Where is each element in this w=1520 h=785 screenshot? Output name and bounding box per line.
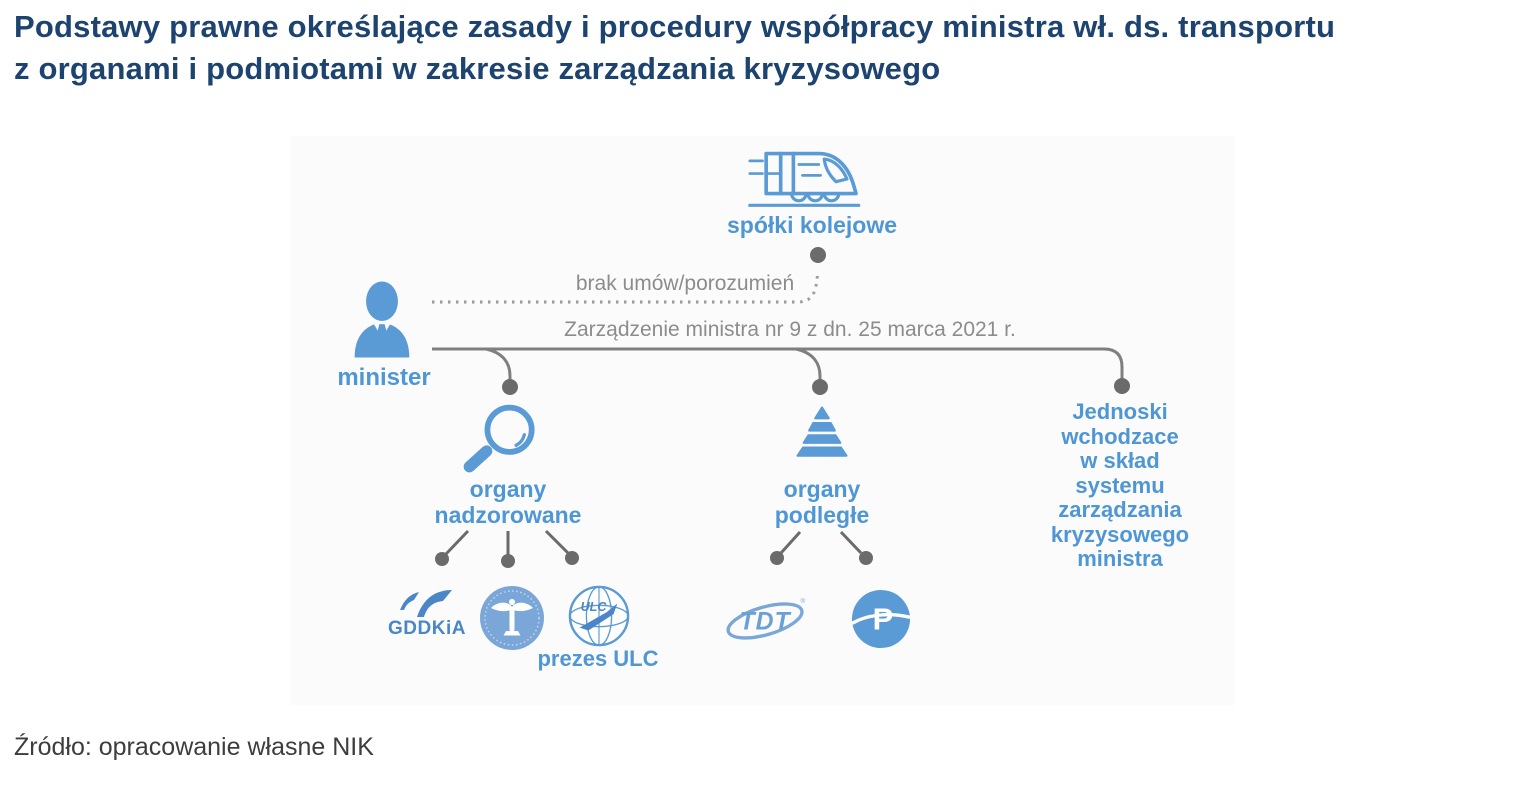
connector-dot bbox=[812, 379, 828, 395]
ministerial-order-label: Zarządzenie ministra nr 9 z dn. 25 marca… bbox=[564, 318, 1016, 341]
train-icon bbox=[748, 151, 861, 207]
supervised-bodies-label-line2: nadzorowane bbox=[434, 502, 582, 528]
gitd-seal-icon bbox=[480, 586, 544, 650]
crisis-units-line: ministra bbox=[1077, 546, 1163, 571]
connector-dot bbox=[435, 552, 449, 566]
ulc-president-label: prezes ULC bbox=[537, 646, 659, 671]
gddkia-label: GDDKiA bbox=[388, 618, 466, 639]
crisis-units-line: wchodzace bbox=[1061, 423, 1179, 449]
crisis-units-line: Jednoski bbox=[1072, 399, 1168, 424]
minister-label: minister bbox=[337, 364, 431, 391]
subordinate-bodies-label-line2: podległe bbox=[774, 502, 870, 528]
no-agreements-label: brak umów/porozumień bbox=[575, 272, 795, 295]
connector-dot bbox=[1114, 378, 1130, 394]
tdt-registered-mark: ® bbox=[800, 597, 805, 605]
connector-dot bbox=[565, 551, 579, 565]
minister-person-icon bbox=[354, 281, 410, 358]
spoke bbox=[779, 530, 802, 555]
crisis-units-line: kryzysowego bbox=[1050, 521, 1190, 547]
connector-dot bbox=[810, 247, 826, 263]
subordinate-bodies-label: organy podległe bbox=[722, 476, 922, 528]
railway-companies-label: spółki kolejowe bbox=[727, 212, 897, 238]
branch-supervised bbox=[485, 347, 512, 381]
connector-dot bbox=[770, 551, 784, 565]
pyramid-icon bbox=[796, 406, 848, 457]
magnifier-icon bbox=[463, 404, 535, 473]
dotted-connector bbox=[432, 271, 820, 304]
page-title-line1: Podstawy prawne określające zasady i pro… bbox=[14, 9, 1336, 44]
crisis-units-label: Jednoski wchodzace w skład systemu zarzą… bbox=[1035, 399, 1205, 572]
spoke bbox=[444, 529, 470, 556]
page-title-line2: z organami i podmiotami w zakresie zarzą… bbox=[14, 51, 941, 86]
pazp-circle-icon: P bbox=[851, 589, 911, 649]
connector-dot bbox=[502, 379, 518, 395]
crisis-units-line: zarządzania bbox=[1058, 497, 1182, 522]
page-title: Podstawy prawne określające zasady i pro… bbox=[14, 6, 1494, 90]
spoke bbox=[839, 530, 863, 555]
tdt-logo-text: TDT bbox=[740, 609, 792, 636]
solid-connector bbox=[432, 347, 1124, 381]
ulc-globe-icon: ULC bbox=[568, 585, 630, 647]
subordinate-bodies-label-line1: organy bbox=[783, 476, 861, 502]
crisis-units-line: w skład systemu bbox=[1075, 448, 1165, 498]
supervised-bodies-label: organy nadzorowane bbox=[408, 476, 608, 528]
tdt-swoosh-icon: TDT ® bbox=[726, 597, 805, 640]
source-note: Źródło: opracowanie własne NIK bbox=[14, 733, 374, 761]
gddkia-road-icon bbox=[400, 590, 452, 617]
pazp-logo-letter: P bbox=[873, 602, 894, 637]
spoke bbox=[544, 529, 570, 555]
diagram-panel: spółki kolejowe minister brak umów/poroz… bbox=[290, 136, 1235, 705]
ulc-logo-letters: ULC bbox=[581, 600, 608, 614]
connector-lines bbox=[432, 247, 1130, 568]
connector-dot bbox=[859, 551, 873, 565]
connector-dot bbox=[501, 554, 515, 568]
supervised-bodies-label-line1: organy bbox=[469, 476, 547, 502]
branch-subordinate bbox=[795, 347, 822, 381]
